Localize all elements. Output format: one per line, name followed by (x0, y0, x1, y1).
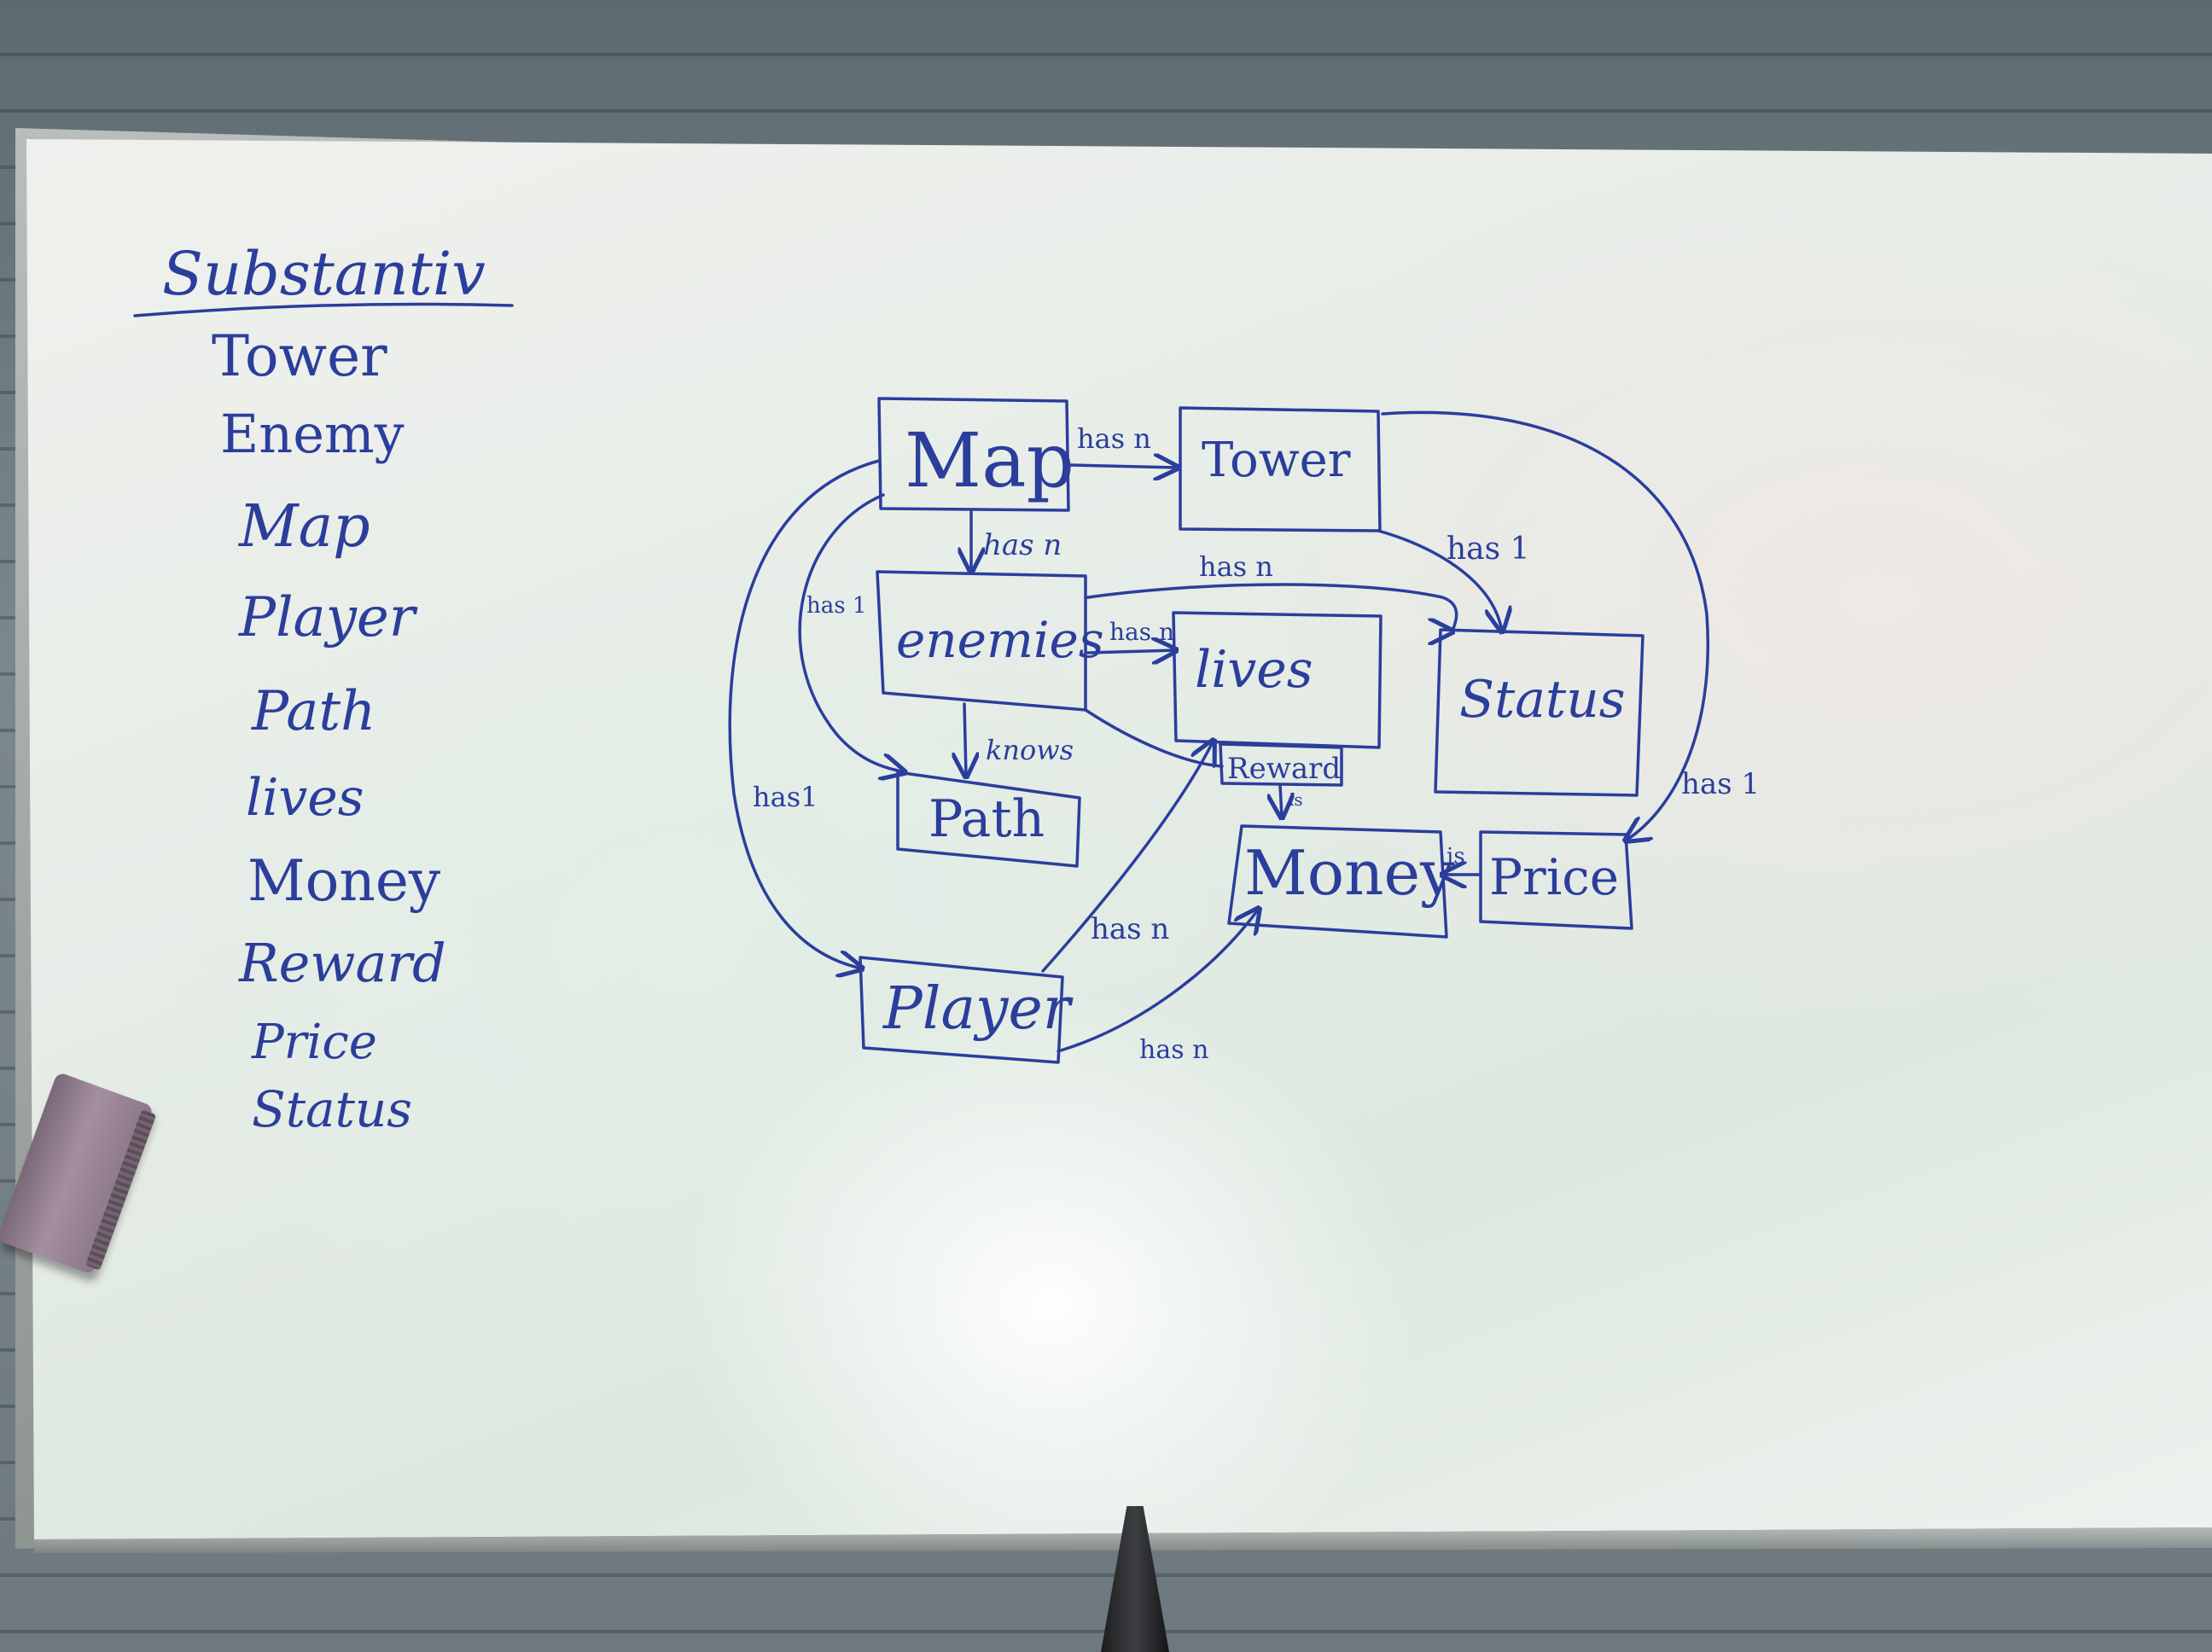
edge-enemies-status (1086, 583, 1458, 631)
node-reward-box (1219, 742, 1343, 787)
list-item-map: Map (237, 493, 370, 561)
edge-enemies-path-label: knows (986, 734, 1074, 766)
node-path-label: Path (928, 789, 1045, 849)
node-reward-label: Reward (1227, 752, 1341, 786)
list-item-money: Money (247, 848, 441, 914)
node-player-label: Player (882, 975, 1074, 1043)
edge-tower-price (1381, 410, 1709, 841)
diagram-edges: has n has n has 1 has1 has n has 1 has 1… (728, 410, 1760, 1065)
list-heading-underline (133, 302, 514, 317)
edge-price-money-label: is (1447, 844, 1465, 870)
edge-enemies-lives-label: has n (1109, 618, 1174, 646)
edge-map-tower-label: has n (1077, 422, 1151, 455)
edge-enemies-status-label: has n (1199, 550, 1273, 583)
edge-enemies-lives (1086, 650, 1176, 653)
edge-map-tower (1069, 465, 1178, 468)
node-lives-box (1172, 611, 1382, 749)
edge-map-player-label: has1 (753, 781, 818, 813)
edge-enemies-path (964, 702, 966, 777)
list-item-price: Price (251, 1015, 377, 1070)
node-map-label: Map (905, 416, 1074, 504)
edge-tower-price-label: has 1 (1681, 767, 1760, 801)
diagram-nodes: Map Tower enemies lives Status Path Rewa… (859, 397, 1644, 1064)
node-tower-label: Tower (1202, 433, 1351, 488)
edge-player-lives-label: has n (1091, 912, 1169, 946)
node-map-box (877, 397, 1070, 512)
list-item-status: Status (252, 1080, 412, 1138)
edge-reward-money-label: is (1289, 789, 1303, 810)
edge-map-path (798, 493, 905, 772)
list-item-lives: lives (246, 768, 364, 828)
node-status-label: Status (1459, 670, 1626, 730)
edge-player-money-label: has n (1139, 1035, 1208, 1065)
edge-map-enemies-label: has n (983, 528, 1062, 562)
node-money-label: Money (1244, 837, 1455, 909)
node-player-box (859, 956, 1064, 1064)
edge-map-player (728, 459, 881, 969)
list-heading: Substantiv (162, 239, 486, 309)
list-item-enemy: Enemy (220, 403, 405, 465)
edge-player-lives (1041, 741, 1214, 973)
edge-map-path-label: has 1 (806, 593, 866, 619)
edge-tower-status (1377, 529, 1502, 631)
node-money-box (1227, 824, 1448, 939)
list-item-path: Path (251, 680, 375, 743)
edge-tower-status-label: has 1 (1447, 532, 1529, 567)
list-item-tower: Tower (212, 323, 387, 389)
node-lives-label: lives (1195, 640, 1313, 700)
node-enemies-label: enemies (896, 611, 1104, 669)
node-price-box (1479, 830, 1633, 930)
edge-enemies-reward (1084, 708, 1224, 768)
list-item-player: Player (238, 586, 418, 649)
noun-list: Substantiv Tower Enemy Map Player Path l… (133, 239, 514, 1138)
list-item-reward: Reward (238, 932, 446, 994)
edge-reward-money (1280, 783, 1282, 817)
node-status-box (1434, 628, 1644, 797)
node-path-box (896, 771, 1081, 868)
node-price-label: Price (1489, 848, 1619, 906)
edge-player-money (1057, 909, 1259, 1053)
